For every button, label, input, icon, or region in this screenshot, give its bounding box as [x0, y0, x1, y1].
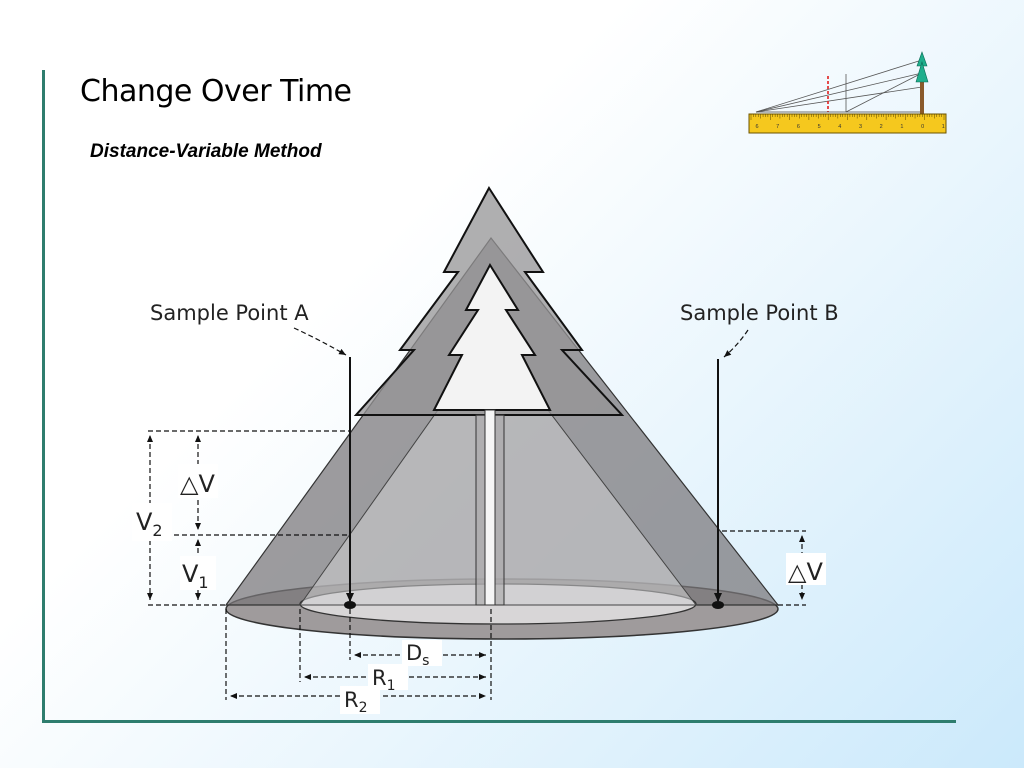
ruler-ticks: [750, 114, 945, 120]
v1-label-bg: [180, 556, 216, 590]
frame-left-border: [42, 70, 45, 723]
sample-point-a-group: Sample Point A: [150, 301, 356, 609]
tree-icon-trunk: [920, 80, 924, 114]
v1-label: V1: [182, 560, 209, 592]
sample-point-b-leader: [723, 329, 749, 358]
ruler-label: 2: [880, 124, 883, 130]
ruler-label: 3: [859, 124, 862, 130]
ruler-inset-icon: 6 7 6 5 4 3 2 1 0 1: [748, 51, 947, 134]
ruler-label: 1: [900, 124, 903, 130]
sample-point-a-label: Sample Point A: [150, 301, 309, 325]
r2-label: R2: [344, 688, 368, 716]
sight-lines: [755, 59, 923, 113]
delta-v-right-label-bg: [786, 553, 826, 585]
ruler-label: 6: [755, 124, 758, 130]
ruler-label: 0: [921, 124, 924, 130]
slide-subtitle: Distance-Variable Method: [90, 141, 322, 162]
v2-label-bg: [132, 503, 172, 541]
delta-v-right-label: △V: [788, 558, 823, 586]
ruler-label: 7: [776, 124, 779, 130]
v2-label: V2: [136, 508, 163, 540]
ds-label: Ds: [406, 641, 429, 669]
ruler-label: 5: [818, 124, 821, 130]
tree-icon-middle: [915, 60, 929, 83]
sample-point-b-label: Sample Point B: [680, 301, 839, 325]
tree-small: [432, 263, 552, 606]
ruler-label: 6: [797, 124, 800, 130]
r1-label-bg: [368, 664, 408, 690]
sample-point-b-group: Sample Point B: [680, 301, 839, 609]
ruler-label: 1: [942, 124, 945, 130]
sample-point-a-dot: [344, 601, 356, 609]
frame-bottom-border: [42, 720, 956, 723]
r1-label: R1: [372, 666, 396, 694]
sample-point-b-dot: [712, 601, 724, 609]
sample-point-a-leader: [293, 327, 347, 356]
tree-small-trunk: [484, 409, 496, 606]
ruler-label: 4: [838, 124, 841, 130]
delta-v-left-label-bg: [178, 464, 218, 498]
ruler-labels: 6 7 6 5 4 3 2 1 0 1: [755, 124, 944, 130]
delta-v-left-label: △V: [180, 470, 215, 498]
r2-label-bg: [340, 686, 380, 714]
slide-title: Change Over Time: [80, 74, 352, 109]
ds-label-bg: [402, 640, 442, 666]
